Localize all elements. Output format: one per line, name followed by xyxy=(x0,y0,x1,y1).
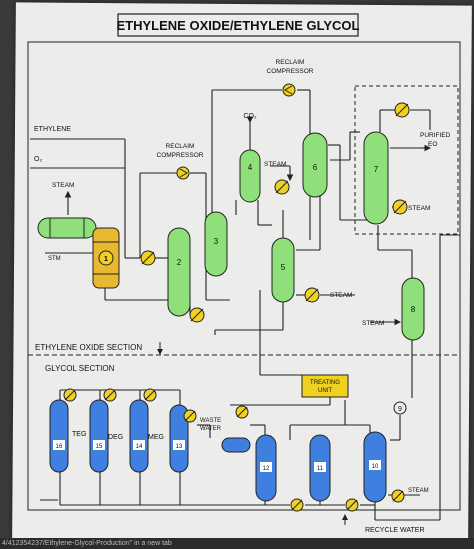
column-2-number: 2 xyxy=(177,258,182,267)
reclaim-compressor-left-label-1: RECLAIM xyxy=(166,143,195,150)
steam-col10-label: STEAM xyxy=(408,488,429,494)
glycol-section-label: GLYCOL SECTION xyxy=(45,364,115,373)
co2-label: CO₂ xyxy=(243,113,257,120)
purified-eo-label-2: EO xyxy=(428,141,437,148)
column-3 xyxy=(204,211,228,277)
column-5-number: 5 xyxy=(281,263,286,272)
column-15-number: 15 xyxy=(96,444,103,450)
node-9 xyxy=(393,401,407,415)
steam-col4-label: STEAM xyxy=(264,161,286,168)
column-16-number: 16 xyxy=(56,444,63,450)
column-7 xyxy=(363,131,389,225)
steam-col7-label: STEAM xyxy=(408,205,430,212)
o2-label: O₂ xyxy=(34,156,42,163)
treating-unit xyxy=(301,374,349,398)
reclaim-compressor-top xyxy=(282,83,296,97)
reclaim-compressor-top-label-2: COMPRESSOR xyxy=(267,68,314,75)
column-4 xyxy=(239,149,261,203)
steam-in-label: STEAM xyxy=(52,182,74,189)
teg-label: TEG xyxy=(72,431,86,438)
glycol-columns xyxy=(49,399,387,503)
treating-unit-label-1: TREATING xyxy=(310,380,340,386)
column-7-number: 7 xyxy=(374,165,379,174)
title-box xyxy=(117,13,359,37)
reclaim-compressor-left-label-2: COMPRESSOR xyxy=(157,152,204,159)
stm-label: STM xyxy=(48,256,61,262)
column-6-number: 6 xyxy=(313,163,318,172)
steam-col5-label: STEAM xyxy=(330,292,352,299)
reclaim-compressor-left xyxy=(176,166,190,180)
purification-box xyxy=(354,85,459,235)
column-6 xyxy=(302,132,328,198)
column-10-number: 10 xyxy=(372,464,379,470)
recycle-water-label: RECYCLE WATER xyxy=(365,527,425,534)
pipes-upper xyxy=(30,89,432,406)
column-3-number: 3 xyxy=(214,237,219,246)
column-2 xyxy=(167,227,191,317)
browser-caption: 4/412354237/Ethylene-Glycol-Production" … xyxy=(0,538,474,549)
node-9-number: 9 xyxy=(398,406,402,413)
eo-section-label: ETHYLENE OXIDE SECTION xyxy=(35,343,142,352)
column-8-number: 8 xyxy=(411,305,416,314)
ethylene-label: ETHYLENE xyxy=(34,126,71,133)
meg-label: MEG xyxy=(148,434,164,441)
reactor-1-number: 1 xyxy=(104,256,108,263)
column-13-number: 13 xyxy=(176,444,183,450)
column-11-number: 11 xyxy=(317,466,324,472)
column-4-number: 4 xyxy=(248,163,253,172)
diagram-title: ETHYLENE OXIDE/ETHYLENE GLYCOL xyxy=(117,18,360,33)
column-8 xyxy=(401,277,425,341)
column-5 xyxy=(271,237,295,303)
steam-col8-label: STEAM xyxy=(362,320,384,327)
treating-unit-label-2: UNIT xyxy=(318,388,332,394)
column-14-number: 14 xyxy=(136,444,143,450)
reclaim-compressor-top-label-1: RECLAIM xyxy=(276,59,305,66)
feed-heat-exchanger xyxy=(37,217,97,239)
diagram-frame xyxy=(27,41,461,511)
purified-eo-label-1: PURIFIED xyxy=(420,132,451,139)
deg-label: DEG xyxy=(108,434,123,441)
column-12-number: 12 xyxy=(263,466,270,472)
waste-water-label-1: WASTE xyxy=(200,418,221,424)
waste-water-label-2: WATER xyxy=(200,426,222,432)
